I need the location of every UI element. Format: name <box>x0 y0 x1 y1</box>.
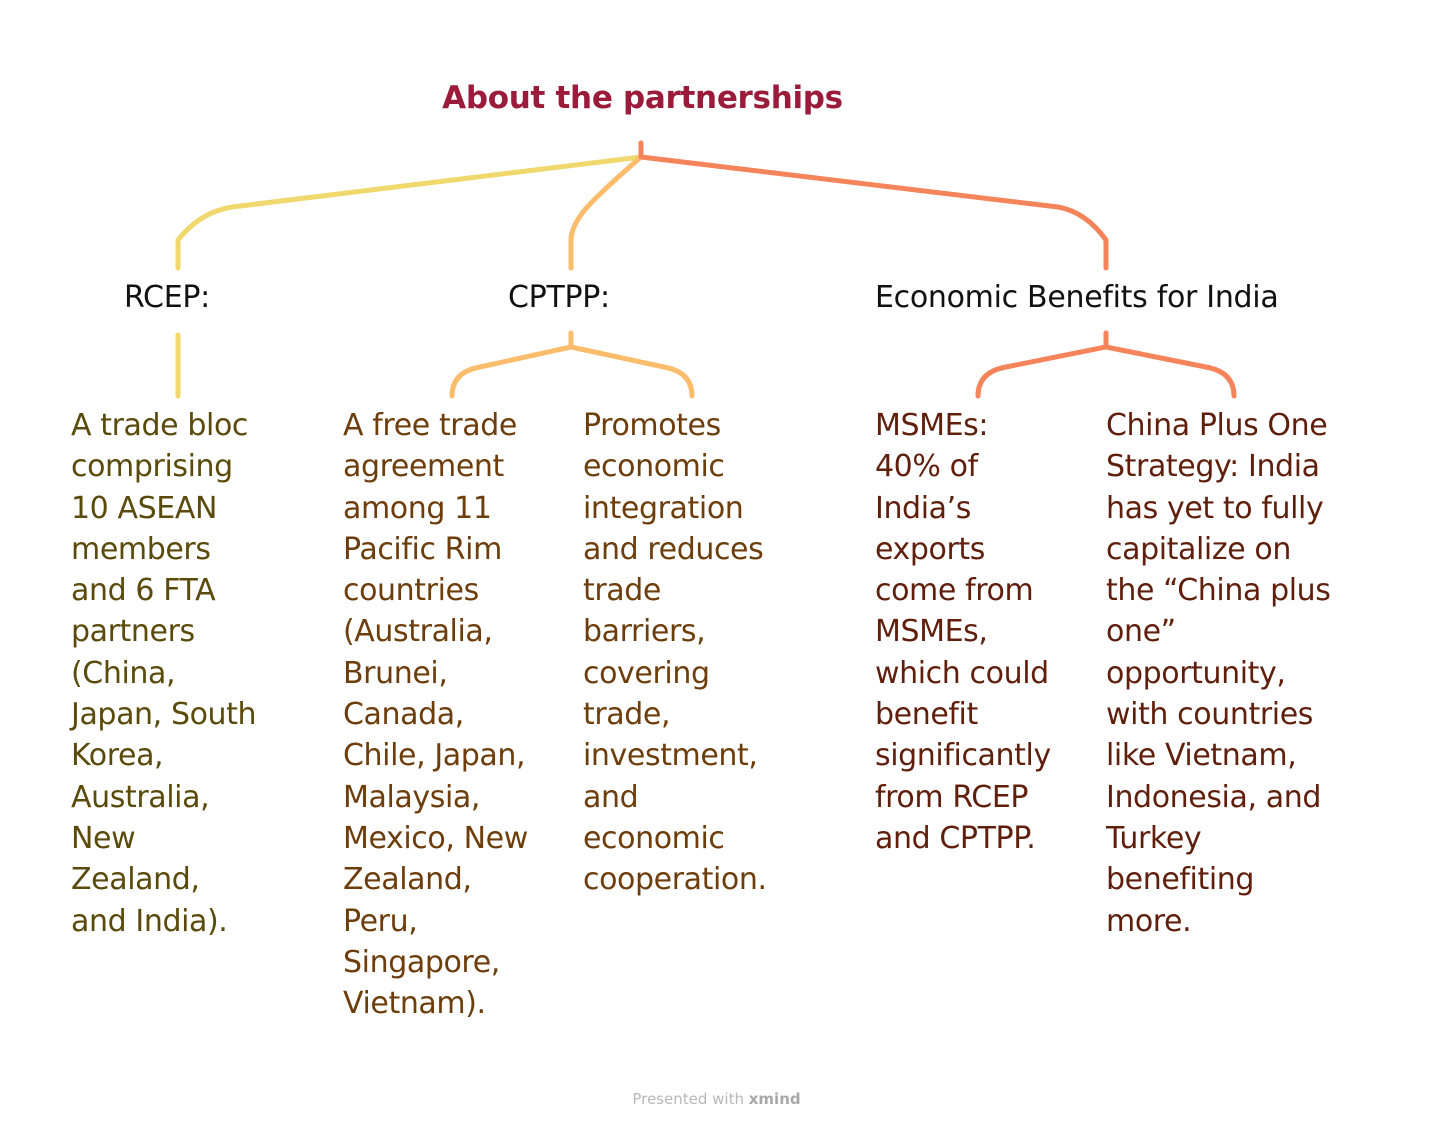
xmind-logo: xmind <box>748 1090 801 1108</box>
root-topic-title: About the partnerships <box>442 80 843 116</box>
connector-economic-leaf-2 <box>1103 344 1237 399</box>
connector-root-cptpp <box>568 154 644 271</box>
branch-rcep-title: RCEP: <box>124 280 210 315</box>
connector-root-rcep <box>175 154 644 271</box>
connector-cptpp-leaf-2 <box>568 344 695 399</box>
branch-cptpp-title: CPTPP: <box>508 280 610 315</box>
leaf-cptpp-members: A free trade agreement among 11 Pacific … <box>343 408 528 1022</box>
footer-prefix: Presented with <box>632 1090 749 1108</box>
leaf-rcep-description: A trade bloc comprising 10 ASEAN members… <box>71 408 257 939</box>
connector-economic-leaf-1 <box>975 330 1109 399</box>
connector-root-economic <box>638 154 1109 271</box>
footer-credit: Presented with xmind <box>0 1090 1433 1108</box>
leaf-china-plus-one: China Plus One Strategy: India has yet t… <box>1106 408 1331 939</box>
connector-cptpp-leaf-1 <box>449 330 574 399</box>
leaf-msmes: MSMEs: 40% of India’s exports come from … <box>875 408 1051 856</box>
leaf-cptpp-purpose: Promotes economic integration and reduce… <box>583 408 767 898</box>
branch-economic-benefits-title: Economic Benefits for India <box>875 280 1279 315</box>
